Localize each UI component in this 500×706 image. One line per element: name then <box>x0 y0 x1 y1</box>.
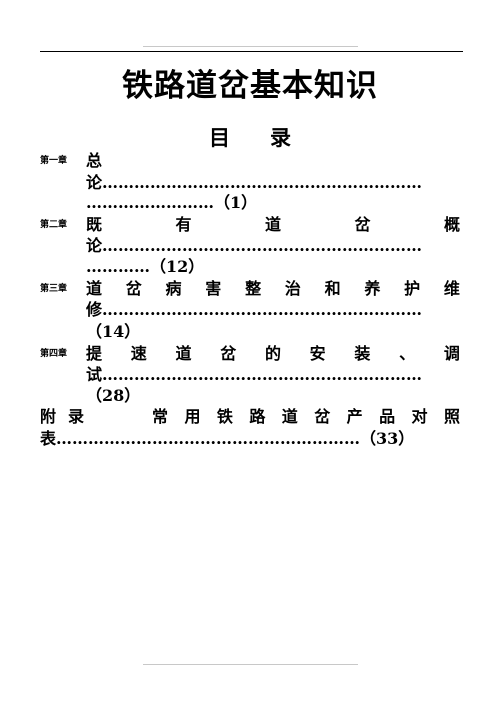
toc-entry-3-page: （14） <box>86 322 141 341</box>
toc-heading-char-2: 录 <box>270 126 291 150</box>
toc-entry-3-line1: 道 岔 病 害 整 治 和 养 护 维 <box>86 279 460 298</box>
appendix-line1: 常 用 铁 路 道 岔 产 品 对 照 <box>152 407 460 426</box>
toc-entry-4-page: （28） <box>86 386 141 405</box>
chapter-label-2: 第二章 <box>40 220 68 230</box>
appendix-line2: 表…………………………………………………（33） <box>40 429 415 448</box>
toc-entry-4-line2: 试…………………………………………………… <box>86 365 423 384</box>
header-rule-light <box>143 46 358 47</box>
toc-entry-2-line1: 既 有 道 岔 概 <box>86 215 460 234</box>
header-rule <box>40 51 463 52</box>
appendix-page: （33） <box>360 429 415 448</box>
footer-rule <box>143 664 358 665</box>
toc-entry-3-line2: 修…………………………………………………… <box>86 300 423 319</box>
toc-heading: 目录 <box>0 122 500 152</box>
toc-entry-1-char-1: 总 <box>86 151 103 170</box>
document-title: 铁路道岔基本知识 <box>122 68 378 104</box>
toc-entry-1-page: （1） <box>214 193 258 212</box>
toc-entry-1-char-2: 论 <box>86 173 103 192</box>
appendix-label: 附 录 <box>40 407 84 426</box>
toc-entry-1-line3: ……………………（1） <box>86 193 258 212</box>
chapter-label-1: 第一章 <box>40 156 68 166</box>
chapter-label-3: 第三章 <box>40 284 68 294</box>
toc-entry-1-line1: 总 <box>86 150 102 172</box>
toc-entry-4-line3: （28） <box>86 385 140 407</box>
toc-heading-char-1: 目 <box>209 126 230 150</box>
toc-entry-2-line3: …………（12） <box>86 257 205 276</box>
toc-entry-2-line2: 论…………………………………………………… <box>86 236 423 255</box>
toc-entry-4-line1: 提 速 道 岔 的 安 装 、 调 <box>86 344 460 363</box>
toc-entry-1-line2: 论…………………………………………………… <box>86 173 423 192</box>
toc-entry-2-page: （12） <box>150 257 205 276</box>
chapter-label-4: 第四章 <box>40 349 68 359</box>
toc-entry-3-line3: （14） <box>86 321 140 343</box>
